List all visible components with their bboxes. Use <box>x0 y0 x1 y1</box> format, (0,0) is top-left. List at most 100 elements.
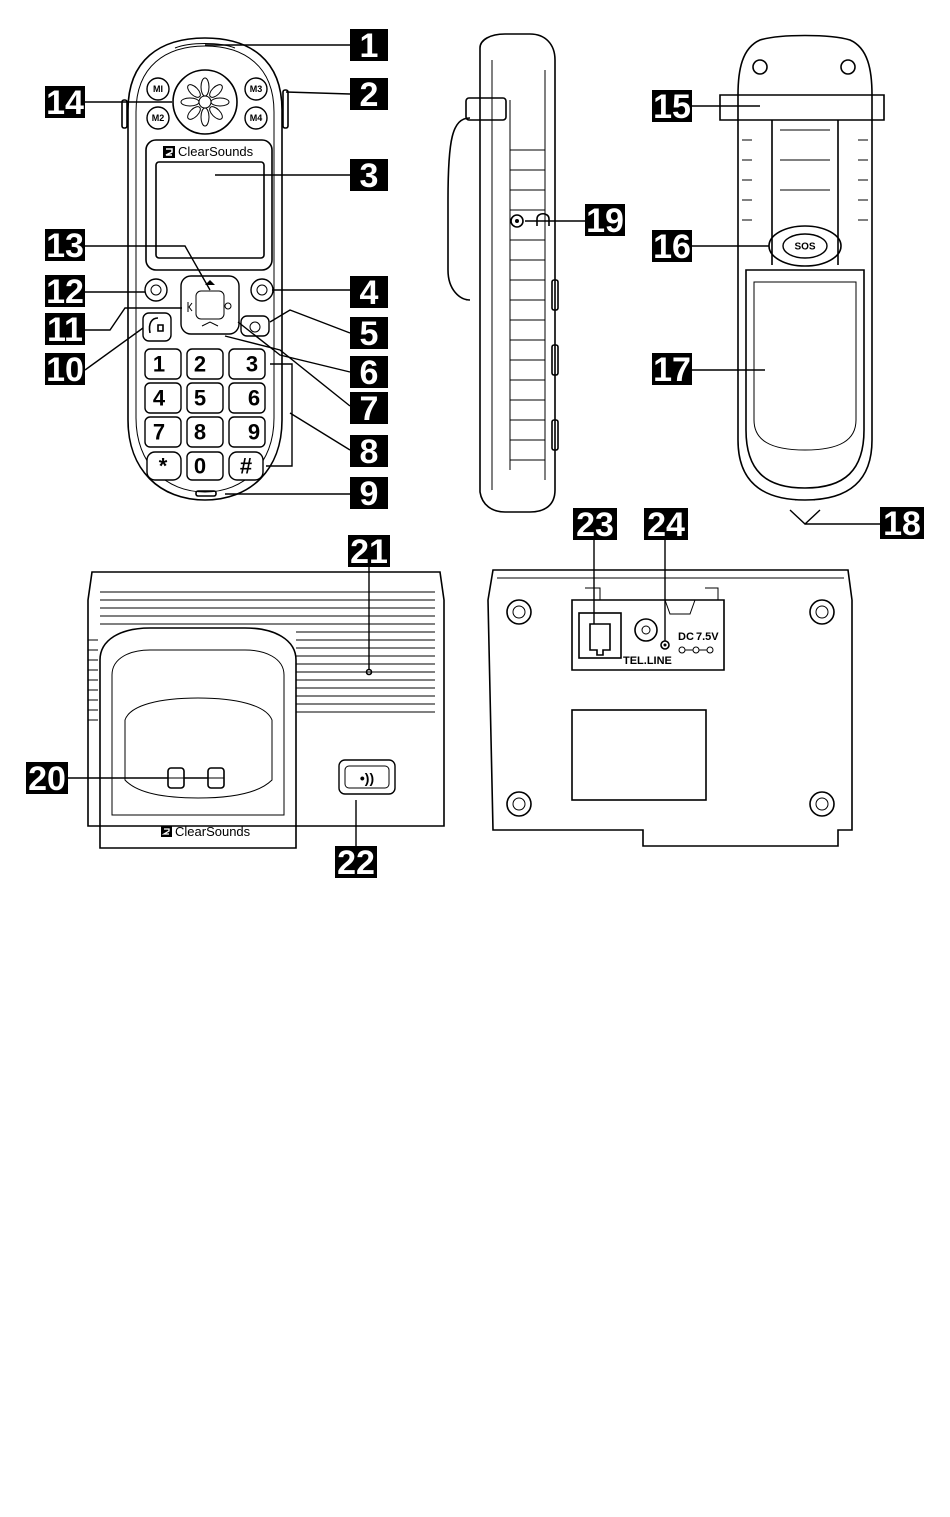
foot-screw <box>810 600 834 624</box>
callout-17: 17 <box>652 351 692 389</box>
sos-label: SOS <box>794 242 815 253</box>
earpiece-speaker <box>173 70 237 134</box>
base-brand-logo-icon <box>161 826 172 837</box>
callout-label: 16 <box>653 228 691 266</box>
memory-key-m2[interactable]: M2 <box>147 107 169 129</box>
callout-label: 5 <box>360 315 379 353</box>
base-front: ClearSounds •)) <box>88 572 444 848</box>
handset-brand: ClearSounds <box>178 144 254 159</box>
callout-9: 9 <box>350 475 388 513</box>
foot-screw <box>810 792 834 816</box>
callout-label: 24 <box>647 506 685 544</box>
callout-label: 6 <box>360 354 379 392</box>
callout-label: 15 <box>653 88 691 126</box>
dial-keypad: 1 2 3 4 5 6 7 8 9 * 0 # <box>145 349 265 480</box>
callout-3: 3 <box>350 157 388 195</box>
digit-key-label: # <box>240 454 252 479</box>
callout-label: 14 <box>46 84 84 122</box>
handset-front: MI M3 M2 M4 ClearSounds <box>122 38 288 500</box>
belt-clip <box>448 118 470 300</box>
callout-5: 5 <box>350 315 388 353</box>
foot-screw <box>507 600 531 624</box>
telephone-line-jack <box>579 613 621 658</box>
callout-18: 18 <box>880 505 924 543</box>
digit-key-label: 3 <box>246 352 258 377</box>
left-side-key[interactable] <box>122 100 127 128</box>
callout-20: 20 <box>26 760 68 798</box>
callout-1: 1 <box>350 27 388 65</box>
callout-label: 22 <box>337 844 375 882</box>
callout-23: 23 <box>573 506 617 544</box>
digit-key-label: 1 <box>153 352 165 377</box>
back-grip-ribs <box>742 140 868 220</box>
headphone-icon <box>537 214 549 226</box>
grip-ribs <box>510 100 545 470</box>
antenna-knob <box>635 619 657 641</box>
handset-back: SOS <box>720 36 884 501</box>
callout-label: 20 <box>28 760 66 798</box>
memory-key-label: MI <box>153 84 163 94</box>
digit-key-label: 5 <box>194 386 206 411</box>
callout-2: 2 <box>350 76 388 114</box>
memory-key-m1[interactable]: MI <box>147 78 169 100</box>
memory-key-label: M3 <box>250 84 263 94</box>
talk-speaker-key[interactable] <box>143 313 171 341</box>
callout-24: 24 <box>644 506 688 544</box>
display-screen <box>156 162 264 258</box>
belt-clip-bar <box>720 95 884 120</box>
callout-13: 13 <box>45 227 85 265</box>
foot-screw <box>507 792 531 816</box>
digit-key-label: 6 <box>248 386 260 411</box>
callout-label: 21 <box>350 533 388 571</box>
callout-12: 12 <box>45 273 85 311</box>
callout-label: 11 <box>47 311 83 349</box>
display-bezel <box>146 140 272 270</box>
digit-key-label: 4 <box>153 386 166 411</box>
callout-10: 10 <box>45 351 85 389</box>
voltage-label: 7.5V <box>696 631 719 643</box>
brand-logo-icon <box>163 146 175 158</box>
left-soft-key[interactable] <box>145 279 167 301</box>
callout-label: 23 <box>576 506 614 544</box>
microphone <box>196 491 216 496</box>
callout-label: 18 <box>883 505 921 543</box>
right-soft-key[interactable] <box>251 279 273 301</box>
callout-15: 15 <box>652 88 692 126</box>
callout-6: 6 <box>350 354 388 392</box>
callout-label: 7 <box>360 390 379 428</box>
digit-key-label: 9 <box>248 420 260 445</box>
callout-label: 13 <box>46 227 84 265</box>
callout-label: 17 <box>653 351 691 389</box>
memory-key-label: M2 <box>152 113 165 123</box>
callout-label: 10 <box>46 351 84 389</box>
digit-key-label: 8 <box>194 420 206 445</box>
belt-clip-tab <box>466 98 506 120</box>
memory-key-m3[interactable]: M3 <box>245 78 267 100</box>
volume-side-key[interactable] <box>283 90 288 128</box>
lanyard-hole <box>841 60 855 74</box>
callout-7: 7 <box>350 390 388 428</box>
polarity-icon <box>679 647 713 653</box>
memory-key-label: M4 <box>250 113 263 123</box>
dc-label: DC <box>678 631 694 643</box>
handset-cradle <box>100 628 296 826</box>
callout-21: 21 <box>348 533 390 571</box>
callout-label: 9 <box>360 475 379 513</box>
callout-label: 12 <box>46 273 84 311</box>
memory-key-m4[interactable]: M4 <box>245 107 267 129</box>
digit-key-label: 0 <box>194 454 206 479</box>
end-key[interactable] <box>241 316 269 336</box>
digit-key-label: 7 <box>153 420 165 445</box>
digit-key-label: * <box>159 454 168 479</box>
callout-label: 3 <box>360 157 379 195</box>
battery-cover <box>746 270 864 488</box>
callout-label: 4 <box>360 274 379 312</box>
callout-label: 2 <box>360 76 379 114</box>
tel-line-label: TEL.LINE <box>623 655 672 667</box>
callout-14: 14 <box>45 84 85 122</box>
callout-8: 8 <box>350 433 388 471</box>
base-brand: ClearSounds <box>175 824 251 839</box>
callout-22: 22 <box>335 844 377 882</box>
callout-label: 8 <box>360 433 379 471</box>
callout-label: 19 <box>586 202 624 240</box>
